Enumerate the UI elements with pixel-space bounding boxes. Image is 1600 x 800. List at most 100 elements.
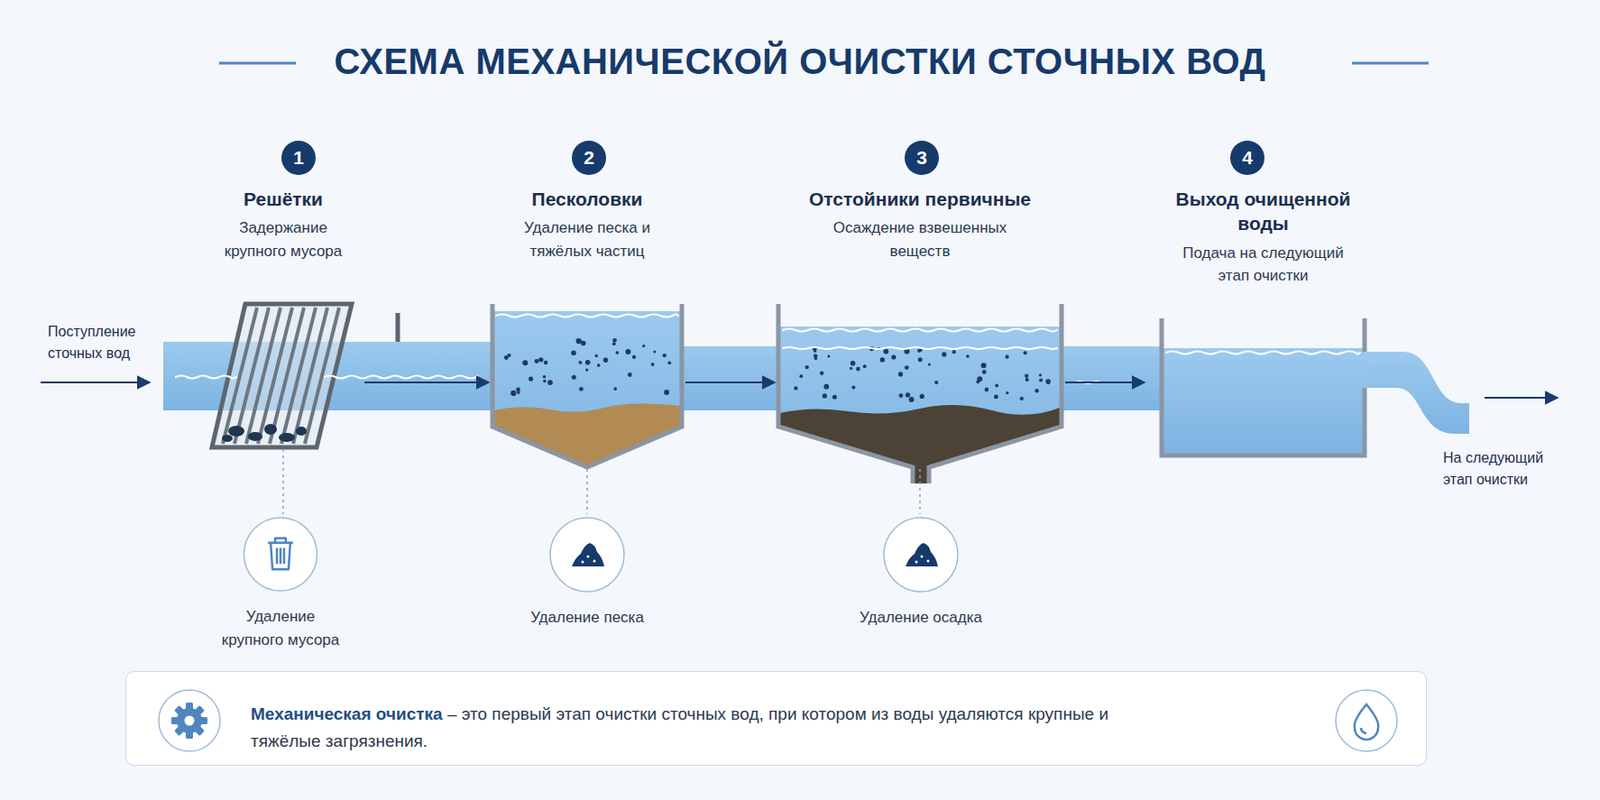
removal-node: Удаление песка: [487, 515, 687, 652]
pile-grain: [920, 555, 924, 559]
particle: [827, 354, 830, 358]
outflow-arrow: [1484, 396, 1558, 399]
particle: [984, 387, 990, 393]
particle: [538, 357, 543, 362]
particle: [534, 358, 540, 364]
outlet-tank: [1161, 318, 1365, 456]
particle: [579, 386, 584, 392]
pipe: [680, 346, 781, 411]
gear-ring: [158, 689, 221, 752]
sand-trap-tank: [492, 303, 682, 468]
water-wave: [175, 376, 237, 379]
stage-description: Задержание крупного мусора: [211, 216, 356, 263]
particle: [522, 359, 528, 366]
gear-icon: [171, 702, 208, 739]
water-wave: [1166, 351, 1361, 355]
definition-term: Механическая очистка: [250, 704, 443, 724]
particle: [814, 357, 818, 360]
particle: [822, 393, 828, 398]
particle: [627, 372, 633, 378]
particle: [1024, 374, 1029, 378]
particle: [663, 389, 670, 396]
leader-line: [919, 468, 921, 515]
outlet-pipe: [1362, 351, 1470, 434]
particle: [819, 371, 824, 376]
particle: [823, 384, 829, 390]
particle: [981, 362, 987, 368]
particle: [542, 375, 547, 379]
particle: [976, 376, 983, 382]
drop-ring: [1335, 689, 1398, 752]
flow-arrow: [364, 381, 489, 384]
inflow-arrow: [40, 381, 150, 384]
icon-ring: [883, 517, 958, 592]
particle: [613, 386, 617, 391]
particle: [813, 349, 818, 353]
callout-number: 4: [1230, 140, 1265, 175]
particle: [863, 364, 867, 368]
callout-number: 2: [571, 140, 607, 175]
particle: [909, 396, 915, 403]
particle: [994, 384, 999, 388]
particle: [899, 393, 904, 398]
particle: [1005, 391, 1009, 395]
particle: [585, 367, 589, 371]
particle: [579, 360, 583, 365]
particle: [667, 360, 672, 365]
particle: [917, 349, 921, 353]
gear-hole: [184, 716, 195, 727]
pile-grain: [915, 560, 919, 564]
particle: [851, 385, 856, 389]
stage-column: РешёткиЗадержание крупного мусора: [205, 186, 361, 448]
particle: [799, 374, 803, 378]
icon-circle: [241, 515, 320, 593]
stage-description: Удаление песка и тяжёлых частиц: [519, 216, 655, 263]
icon-circle: [548, 515, 626, 594]
icon-ring: [243, 517, 317, 591]
particle: [580, 340, 587, 347]
particle: [941, 351, 947, 357]
water-wave: [324, 376, 479, 379]
particle: [603, 358, 608, 363]
particle: [542, 379, 546, 383]
grate-stub: [395, 312, 401, 342]
pile-grain: [587, 555, 590, 559]
callout-number: 3: [904, 140, 939, 175]
particle: [904, 365, 910, 370]
sludge-layer: [780, 404, 1060, 466]
water-wave: [782, 329, 1058, 332]
particle: [982, 369, 987, 375]
particle: [891, 354, 896, 359]
stage-column: Отстойники первичныеОсаждение взвешенных…: [778, 186, 1062, 468]
particle: [595, 354, 598, 358]
particle: [652, 350, 656, 354]
particle: [928, 362, 931, 366]
particle: [504, 355, 509, 360]
sand-trap-water: [494, 311, 681, 466]
particle: [1025, 377, 1030, 382]
settler-water: [780, 326, 1060, 466]
stage-column: Выход очищенной водыПодача на следующий …: [1148, 186, 1379, 456]
particle: [965, 354, 970, 359]
particle: [919, 394, 925, 399]
icon-ring: [550, 517, 625, 592]
particle: [1020, 396, 1024, 401]
sand-layer: [494, 403, 681, 466]
particle: [585, 359, 591, 366]
particle: [625, 349, 631, 355]
particle: [632, 355, 636, 359]
particle: [793, 386, 798, 390]
particle: [934, 380, 938, 385]
particle: [1039, 378, 1043, 383]
removal-node: Удаление осадка: [821, 515, 1021, 652]
particle: [1034, 388, 1039, 393]
debris: [221, 423, 307, 442]
particle: [576, 338, 582, 344]
particle: [855, 367, 861, 372]
particle: [905, 392, 911, 397]
particle: [993, 395, 999, 400]
particle: [597, 363, 601, 368]
particle: [642, 344, 645, 348]
stage-heading: Решётки: [243, 186, 323, 212]
outflow-label: На следующий этап очистки: [1443, 447, 1561, 491]
